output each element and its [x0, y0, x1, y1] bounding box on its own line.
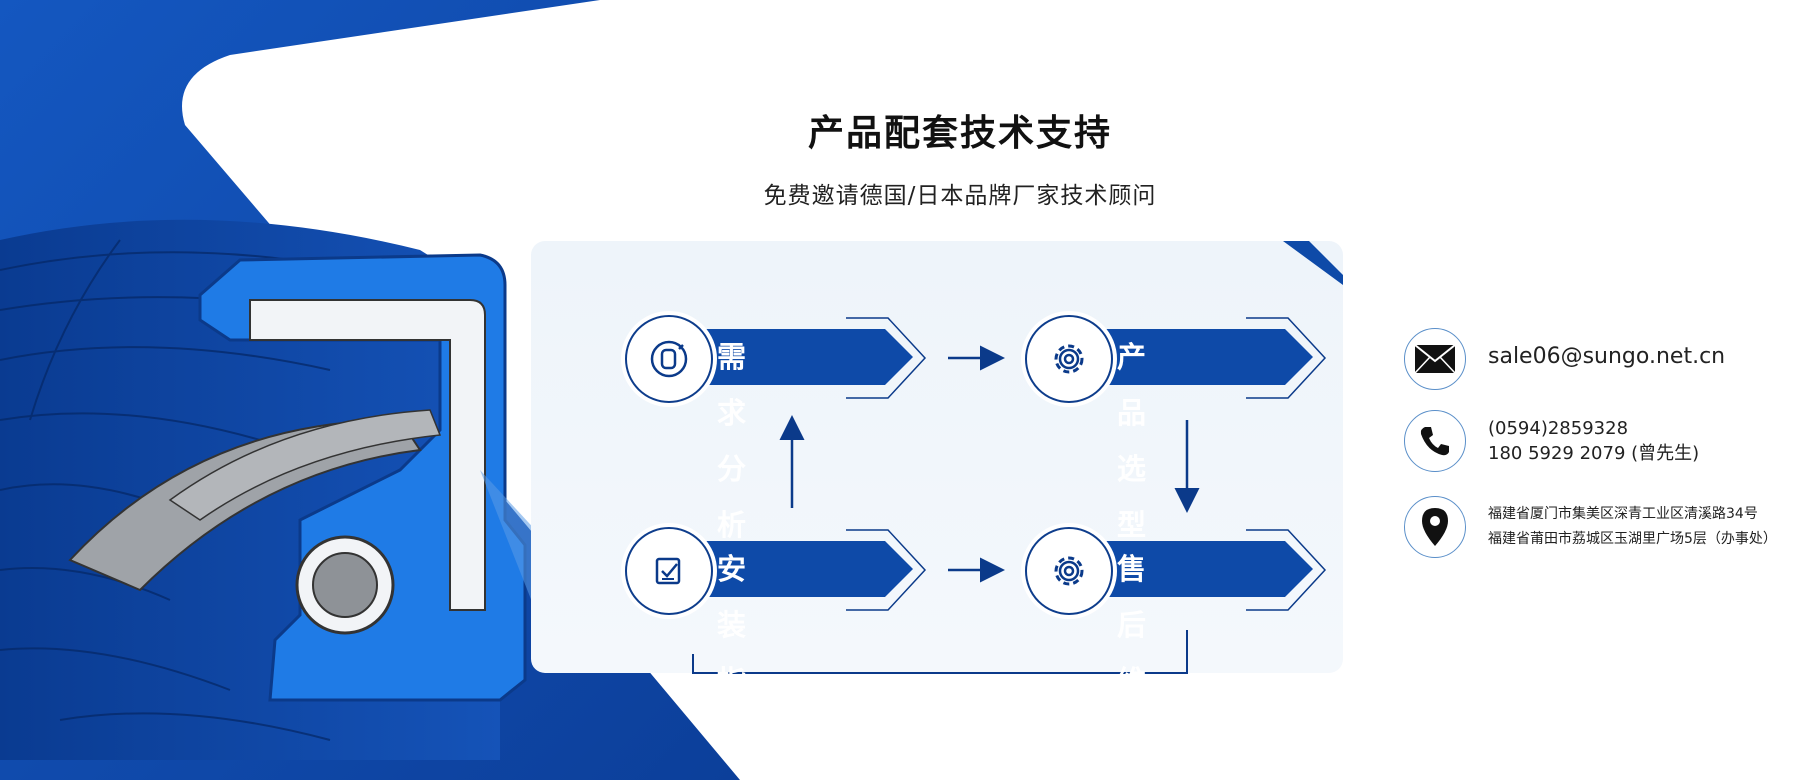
page-subtitle: 免费邀请德国/日本品牌厂家技术顾问 — [763, 183, 1157, 209]
phone-icon — [1420, 427, 1449, 456]
contact-icon-circle — [1404, 410, 1466, 472]
contact-icon-circle — [1404, 328, 1466, 390]
email-link[interactable]: sale06@sungo.net.cn — [1488, 344, 1726, 369]
addresses: 福建省厦门市集美区深青工业区清溪路34号 福建省莆田市荔城区玉湖里广场5层（办事… — [1488, 502, 1777, 552]
step-icon-circle — [625, 315, 713, 403]
panel-corner-accent — [1283, 241, 1343, 285]
address-line-2: 福建省莆田市荔城区玉湖里广场5层（办事处） — [1488, 531, 1777, 547]
phone-number-2[interactable]: 180 5929 2079 (曾先生) — [1488, 443, 1700, 464]
contact-icon-circle — [1404, 496, 1466, 558]
step-label: 需求分析 — [717, 340, 749, 542]
page-title: 产品配套技术支持 — [807, 113, 1112, 154]
step-icon-circle — [1025, 527, 1113, 615]
gear-icon — [1054, 344, 1084, 374]
step-icon-circle — [625, 527, 713, 615]
step-banner — [1085, 329, 1313, 385]
search-analysis-icon — [650, 340, 688, 378]
checklist-icon — [655, 557, 681, 585]
gear-icon — [1054, 556, 1084, 586]
step-banner — [685, 329, 913, 385]
step-banner — [1085, 541, 1313, 597]
step-label: 售后维护 — [1117, 552, 1149, 754]
address-line-1: 福建省厦门市集美区深青工业区清溪路34号 — [1488, 506, 1758, 522]
step-icon-circle — [1025, 315, 1113, 403]
step-banner — [685, 541, 913, 597]
step-label: 安装指导 — [717, 552, 749, 754]
phone-number-1[interactable]: (0594)2859328 — [1488, 418, 1629, 439]
phone-numbers: (0594)2859328 180 5929 2079 (曾先生) — [1488, 416, 1699, 466]
email-icon — [1414, 344, 1456, 374]
location-pin-icon — [1422, 508, 1448, 546]
step-label: 产品选型 — [1117, 340, 1149, 542]
